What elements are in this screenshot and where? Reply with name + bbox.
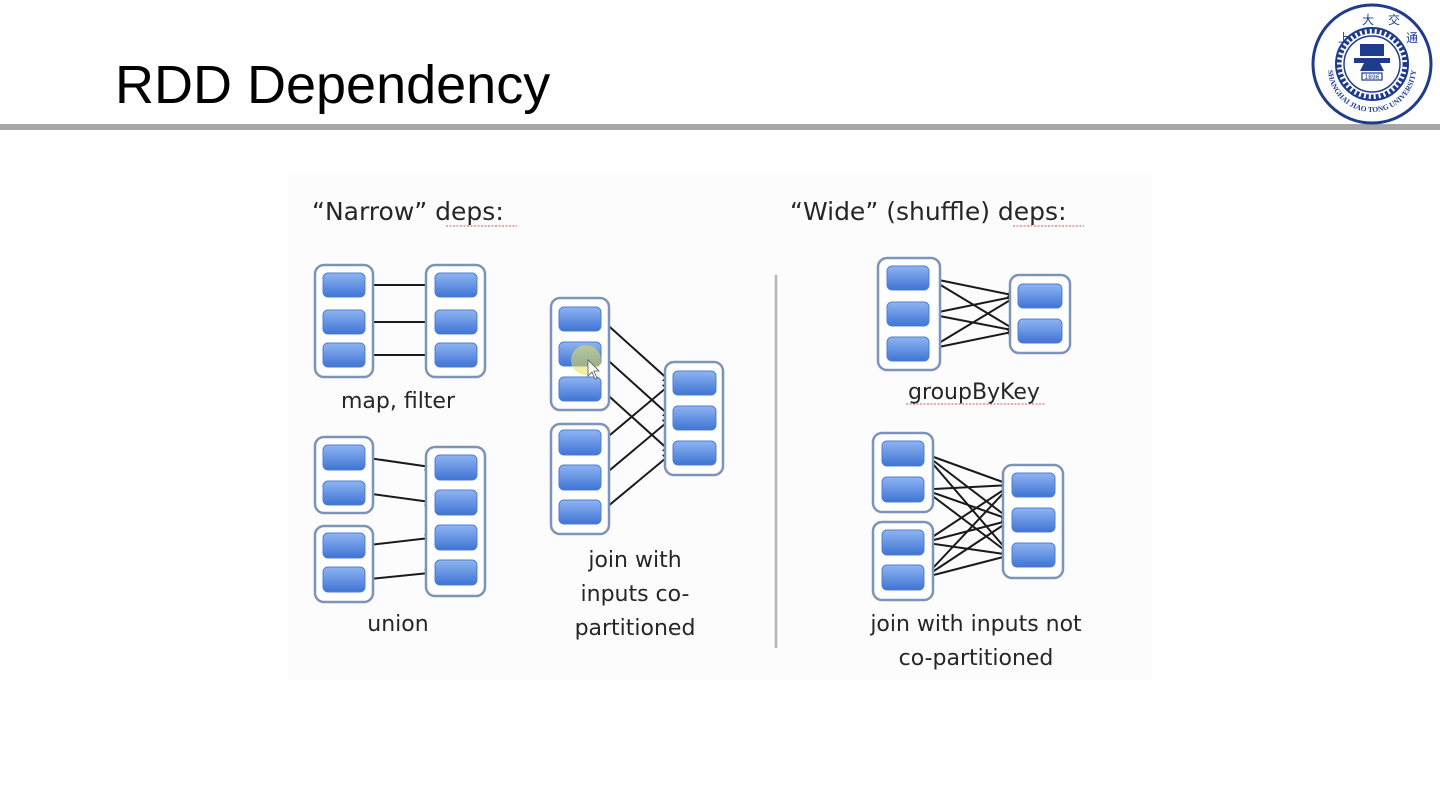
dependency-arrow bbox=[364, 568, 435, 581]
dependency-arrow bbox=[600, 452, 673, 513]
partition bbox=[322, 342, 366, 368]
partition bbox=[558, 429, 602, 456]
partition bbox=[886, 336, 930, 362]
dependency-diagram: “Narrow” deps: “Wide” (shuffle) deps: ma… bbox=[288, 175, 1152, 680]
group-by-key-label: groupByKey bbox=[908, 380, 1040, 405]
shuffle-arrow bbox=[923, 488, 1012, 522]
shuffle-arrow bbox=[928, 327, 1018, 350]
logo-year: 1896 bbox=[1364, 74, 1379, 81]
partition bbox=[558, 376, 602, 402]
dependency-arrow bbox=[364, 492, 435, 507]
partition bbox=[434, 309, 478, 335]
shuffle-arrow bbox=[928, 295, 1018, 350]
partition bbox=[322, 480, 366, 506]
partition bbox=[1011, 472, 1056, 498]
partition bbox=[881, 476, 925, 503]
partition bbox=[434, 559, 478, 586]
shuffle-arrow bbox=[923, 480, 1012, 491]
logo-char-3: 交 bbox=[1388, 12, 1400, 27]
dependency-arrow bbox=[600, 318, 673, 384]
shuffle-arrow bbox=[923, 452, 1012, 487]
partition bbox=[434, 454, 478, 481]
shuffle-arrow bbox=[923, 552, 1012, 579]
dependency-arrow bbox=[364, 456, 435, 472]
partition bbox=[322, 272, 366, 298]
title-divider bbox=[0, 124, 1440, 130]
join-copartitioned-label-line-2: inputs co- bbox=[581, 582, 690, 607]
university-logo: 1896 SHANGHAI JIAO TONG UNIVERSITY 上 大 交… bbox=[1310, 2, 1434, 126]
wide-deps-heading: “Wide” (shuffle) deps: bbox=[790, 197, 1067, 226]
shuffle-arrow bbox=[923, 484, 1012, 544]
partition bbox=[1017, 318, 1063, 344]
partition bbox=[1011, 507, 1056, 533]
dependency-arrow bbox=[600, 388, 673, 454]
partition bbox=[558, 306, 602, 332]
partition bbox=[886, 265, 930, 291]
partition bbox=[886, 301, 930, 327]
join-not-copartitioned-label-line-2: co-partitioned bbox=[899, 646, 1054, 671]
shuffle-arrow bbox=[923, 484, 1012, 579]
dependency-arrow bbox=[364, 533, 435, 547]
mouse-cursor bbox=[571, 345, 601, 380]
partition bbox=[1011, 542, 1056, 568]
logo-char-1: 上 bbox=[1338, 31, 1350, 45]
partition bbox=[322, 532, 366, 559]
partition bbox=[558, 464, 602, 491]
narrow-deps-heading: “Narrow” deps: bbox=[312, 197, 504, 226]
logo-inner-ring bbox=[1335, 27, 1409, 101]
join-not-copartitioned-label-line-1: join with inputs not bbox=[869, 612, 1082, 637]
union-output-rdd bbox=[424, 445, 487, 598]
dependency-arrow bbox=[600, 417, 673, 479]
logo-books-icon bbox=[1360, 44, 1384, 56]
logo-char-2: 大 bbox=[1362, 13, 1374, 27]
partition bbox=[881, 440, 925, 467]
partition bbox=[558, 499, 602, 525]
partition bbox=[881, 564, 925, 591]
partition bbox=[434, 342, 478, 368]
logo-char-4: 通 bbox=[1406, 31, 1418, 45]
dependency-arrow bbox=[600, 382, 673, 444]
logo-anvil-icon bbox=[1354, 58, 1390, 71]
join-copartitioned-label-line-1: join with bbox=[587, 548, 681, 573]
map-filter-label: map, filter bbox=[341, 389, 456, 414]
logo-gear bbox=[1336, 28, 1408, 100]
shuffle-arrow bbox=[928, 292, 1018, 315]
partition bbox=[322, 309, 366, 335]
rdd-dependency-figure: “Narrow” deps: “Wide” (shuffle) deps: ma… bbox=[288, 175, 1152, 680]
partition bbox=[322, 444, 366, 471]
partition bbox=[1017, 283, 1063, 309]
partition bbox=[434, 272, 478, 298]
partition bbox=[672, 405, 717, 431]
partition bbox=[322, 566, 366, 593]
dependency-arrow bbox=[600, 353, 673, 419]
partition bbox=[672, 370, 717, 396]
join-copartitioned-label-line-3: partitioned bbox=[575, 616, 696, 641]
partition bbox=[672, 440, 717, 466]
slide-title: RDD Dependency bbox=[115, 55, 551, 115]
shuffle-arrow bbox=[923, 519, 1012, 579]
shuffle-arrow bbox=[923, 488, 1012, 556]
partition bbox=[434, 524, 478, 551]
union-label: union bbox=[367, 612, 428, 637]
shuffle-arrow bbox=[928, 277, 1018, 300]
partition bbox=[881, 529, 925, 556]
partition bbox=[434, 489, 478, 516]
